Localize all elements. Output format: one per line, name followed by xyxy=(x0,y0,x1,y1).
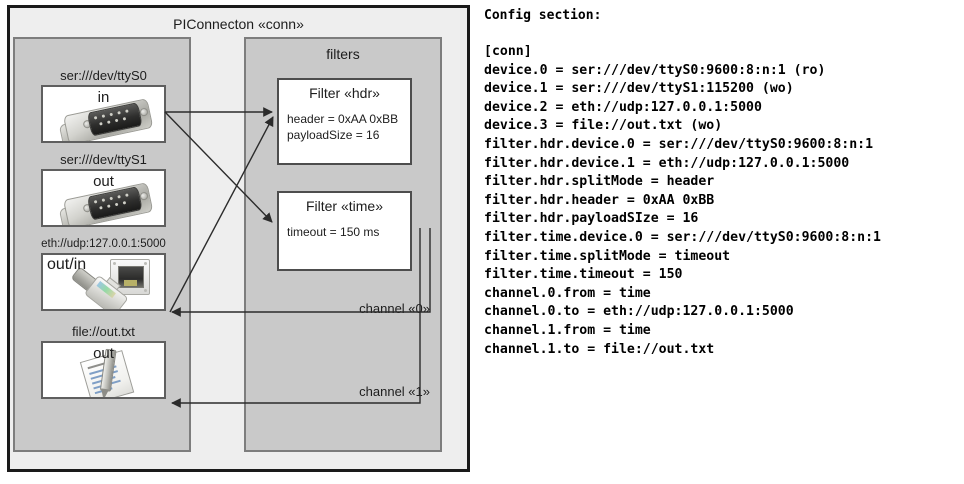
config-line: device.3 = file://out.txt (wo) xyxy=(484,118,723,134)
filter-hdr-prop-payload: payloadSize = 16 xyxy=(287,128,380,142)
device-file-label: file://out.txt xyxy=(72,324,135,339)
device-file-direction: out xyxy=(93,345,114,362)
config-line: channel.1.to = file://out.txt xyxy=(484,341,715,357)
devices-group: ser:///dev/ttyS0 in xyxy=(13,37,191,452)
config-line: device.0 = ser:///dev/ttyS0:9600:8:n:1 (… xyxy=(484,62,826,78)
config-line: [conn] xyxy=(484,44,532,59)
ethernet-rj45-icon xyxy=(110,259,150,295)
channel-1-label: channel «1» xyxy=(359,384,430,399)
device-ttyS0[interactable]: ser:///dev/ttyS0 in xyxy=(30,67,177,143)
filters-group-title: filters xyxy=(326,46,360,62)
device-ttyS1-direction: out xyxy=(93,173,114,190)
device-ttyS1[interactable]: ser:///dev/ttyS1 out xyxy=(30,151,177,227)
filters-group: filters Filter «hdr» header = 0xAA 0xBB … xyxy=(244,37,442,452)
filter-hdr-card[interactable]: Filter «hdr» header = 0xAA 0xBB payloadS… xyxy=(277,78,412,165)
filter-time-props: timeout = 150 ms xyxy=(287,224,410,240)
config-line: filter.time.splitMode = timeout xyxy=(484,248,731,264)
config-line: channel.0.from = time xyxy=(484,285,651,301)
config-lines: [conn] device.0 = ser:///dev/ttyS0:9600:8… xyxy=(484,43,881,359)
channel-0-label: channel «0» xyxy=(359,301,430,316)
device-file[interactable]: file://out.txt out xyxy=(30,323,177,399)
config-line: filter.hdr.device.1 = eth://udp:127.0.0.… xyxy=(484,155,850,171)
config-line: filter.hdr.splitMode = header xyxy=(484,174,715,190)
architecture-diagram: PIConnecton «conn» ser:///dev/ttyS0 in xyxy=(0,0,478,484)
diagram-title: PIConnecton «conn» xyxy=(173,16,304,32)
device-ttyS1-card[interactable]: out xyxy=(41,169,166,227)
filter-hdr-title: Filter «hdr» xyxy=(309,85,380,101)
filter-time-prop-timeout: timeout = 150 ms xyxy=(287,225,380,239)
device-file-card[interactable]: out xyxy=(41,341,166,399)
filter-time-card[interactable]: Filter «time» timeout = 150 ms xyxy=(277,191,412,271)
config-panel: Config section: [conn] device.0 = ser:///… xyxy=(481,0,964,484)
device-ttyS1-label: ser:///dev/ttyS1 xyxy=(60,152,147,167)
config-line: device.2 = eth://udp:127.0.0.1:5000 xyxy=(484,99,762,115)
config-line: filter.hdr.header = 0xAA 0xBB xyxy=(484,192,715,208)
config-line: filter.hdr.device.0 = ser:///dev/ttyS0:9… xyxy=(484,136,874,152)
device-eth-label: eth://udp:127.0.0.1:5000 xyxy=(41,238,166,250)
device-ttyS0-label: ser:///dev/ttyS0 xyxy=(60,68,147,83)
config-line: filter.hdr.payloadSIze = 16 xyxy=(484,211,699,227)
config-line: channel.0.to = eth://udp:127.0.0.1:5000 xyxy=(484,304,794,320)
device-ttyS0-card[interactable]: in xyxy=(41,85,166,143)
filter-hdr-props: header = 0xAA 0xBB payloadSize = 16 xyxy=(287,111,410,143)
config-heading: Config section: xyxy=(484,8,602,23)
device-ttyS0-direction: in xyxy=(97,89,110,106)
filter-time-title: Filter «time» xyxy=(305,198,384,214)
config-line: channel.1.from = time xyxy=(484,322,651,338)
config-line: filter.time.device.0 = ser:///dev/ttyS0:… xyxy=(484,229,881,245)
config-line: device.1 = ser:///dev/ttyS1:115200 (wo) xyxy=(484,81,794,97)
filter-hdr-prop-header: header = 0xAA 0xBB xyxy=(287,112,399,126)
device-eth[interactable]: eth://udp:127.0.0.1:5000 out/in xyxy=(30,235,177,311)
device-eth-card[interactable]: out/in xyxy=(41,253,166,311)
device-eth-direction: out/in xyxy=(47,256,87,273)
config-line: filter.time.timeout = 150 xyxy=(484,267,683,283)
